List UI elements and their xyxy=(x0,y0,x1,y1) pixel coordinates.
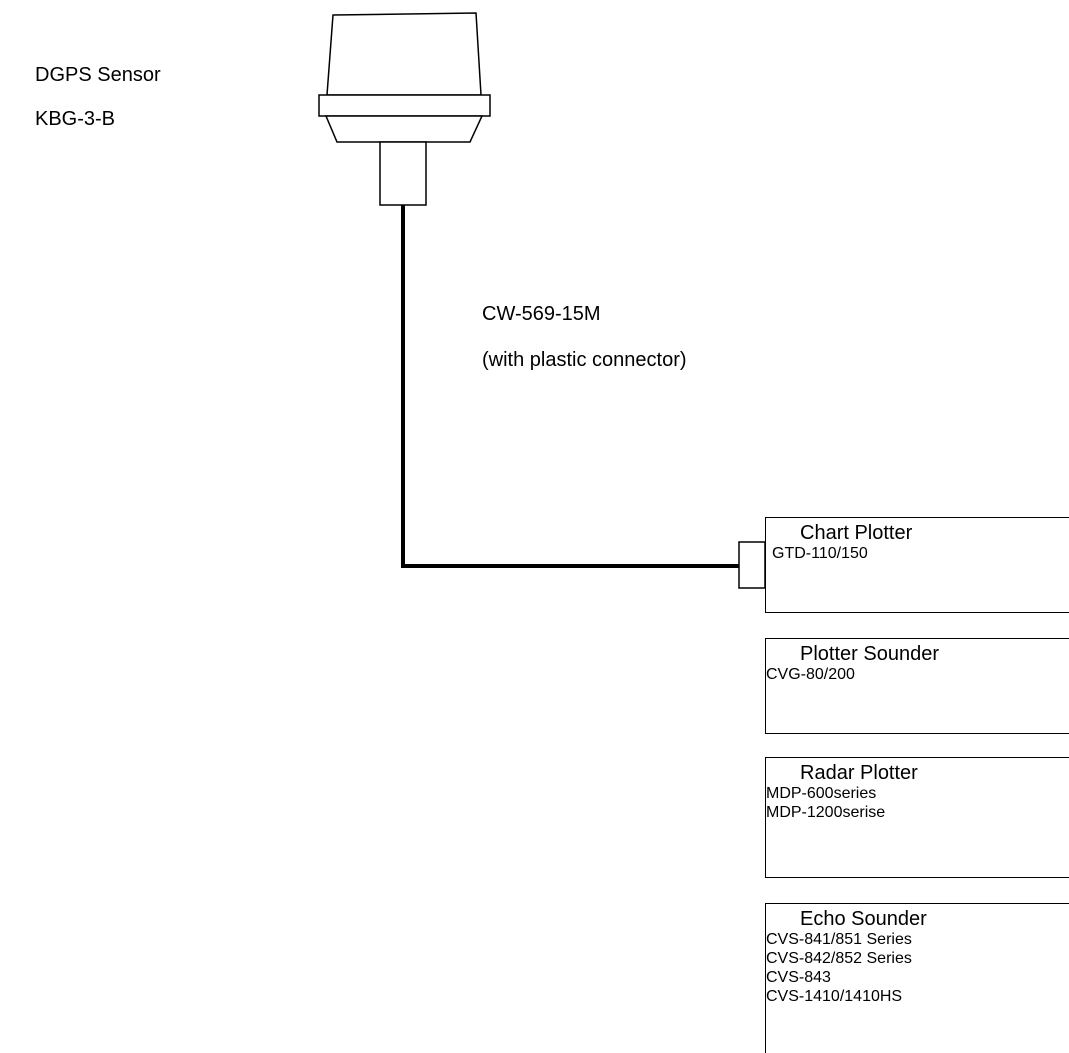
device-model: GTD-110/150 xyxy=(772,545,868,562)
device-model: CVG-80/200 xyxy=(766,666,855,683)
sensor-dome xyxy=(326,12,482,96)
device-model: CVS-1410/1410HS xyxy=(766,988,903,1005)
device-box-plotter-sounder: Plotter Sounder CVG-80/200 xyxy=(765,638,1069,734)
sensor-base xyxy=(324,115,484,143)
device-title: Plotter Sounder xyxy=(800,643,939,665)
cable-line xyxy=(401,205,739,568)
device-box-radar-plotter: Radar Plotter MDP-600series MDP-1200seri… xyxy=(765,757,1069,878)
device-model: MDP-1200serise xyxy=(766,804,886,821)
device-model: CVS-841/851 Series xyxy=(766,931,912,948)
cable-model: CW-569-15M xyxy=(482,303,601,325)
cable-plug xyxy=(738,541,766,589)
device-title: Echo Sounder xyxy=(800,908,927,930)
dgps-sensor-illustration xyxy=(318,12,491,206)
device-model: MDP-600series xyxy=(766,785,877,802)
device-box-chart-plotter: Chart Plotter GTD-110/150 xyxy=(765,517,1069,613)
sensor-name: DGPS Sensor xyxy=(35,64,161,86)
device-box-echo-sounder: Echo Sounder CVS-841/851 Series CVS-842/… xyxy=(765,903,1069,1053)
cable-note: (with plastic connector) xyxy=(482,349,687,371)
device-title: Radar Plotter xyxy=(800,762,918,784)
device-title: Chart Plotter xyxy=(800,522,913,544)
sensor-stem xyxy=(379,141,427,206)
device-model: CVS-842/852 Series xyxy=(766,950,912,967)
device-model: CVS-843 xyxy=(766,969,831,986)
sensor-ring xyxy=(318,94,491,117)
sensor-model: KBG-3-B xyxy=(35,108,116,130)
